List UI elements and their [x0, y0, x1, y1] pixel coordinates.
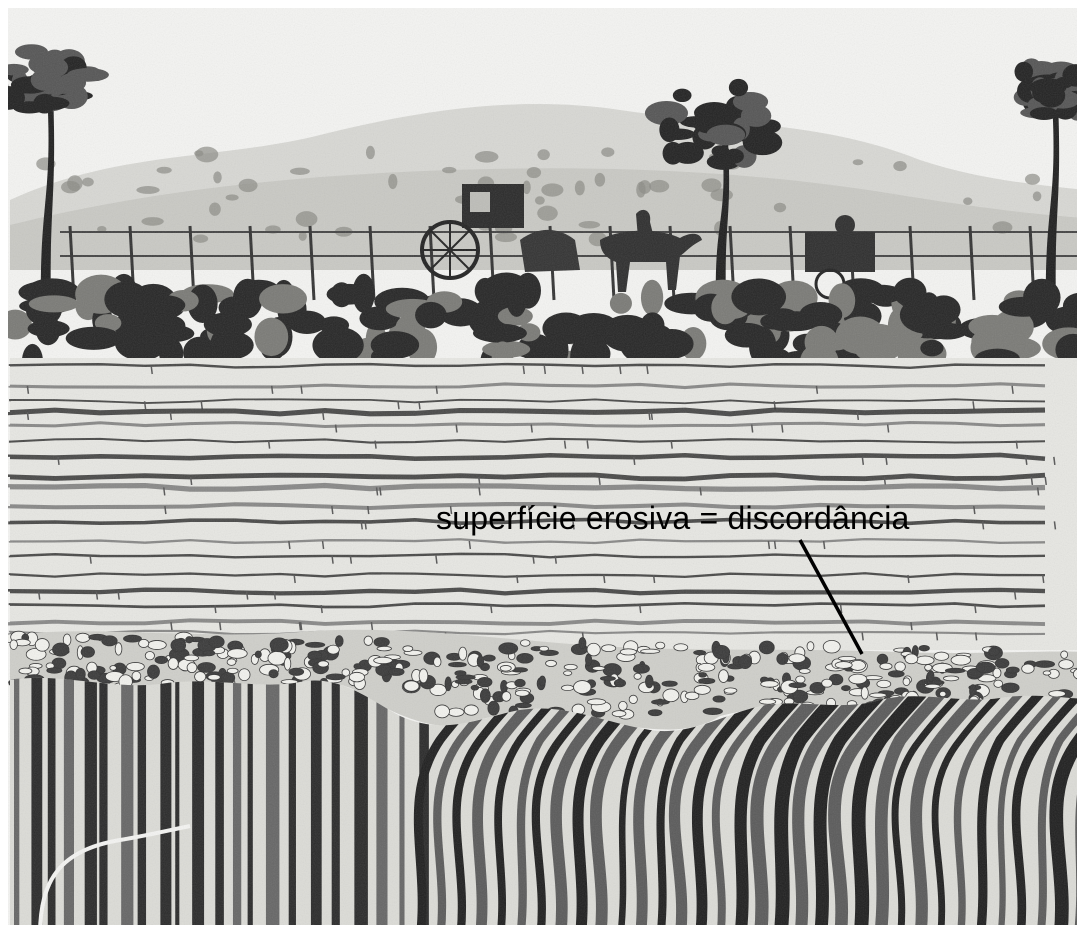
annotation-label: superfície erosiva = discordância	[436, 502, 910, 534]
